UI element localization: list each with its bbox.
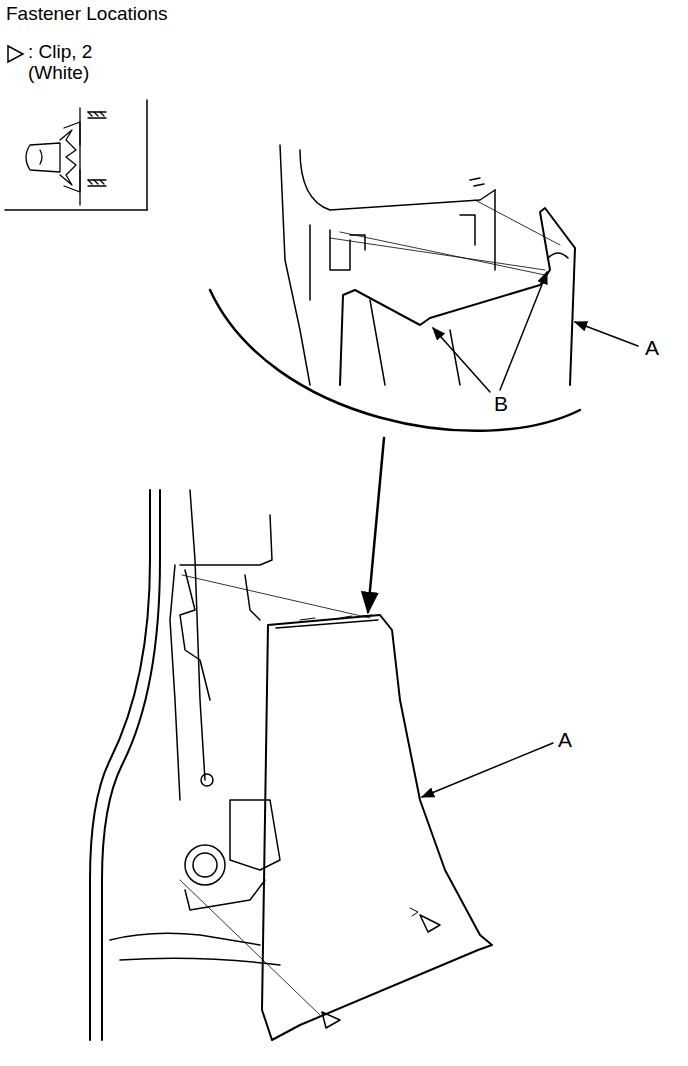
lower-view: [90, 490, 553, 1040]
title: Fastener Locations: [6, 4, 168, 25]
legend-text: : Clip, 2 (White): [28, 42, 138, 84]
callout-letter: B: [492, 392, 510, 415]
inset-frame: [5, 100, 147, 210]
upper-detail: [210, 145, 638, 431]
callout-letter: A: [556, 728, 574, 751]
clip-section: [26, 108, 106, 205]
clip-symbol: [6, 44, 26, 66]
callout-letter: A: [643, 336, 661, 359]
